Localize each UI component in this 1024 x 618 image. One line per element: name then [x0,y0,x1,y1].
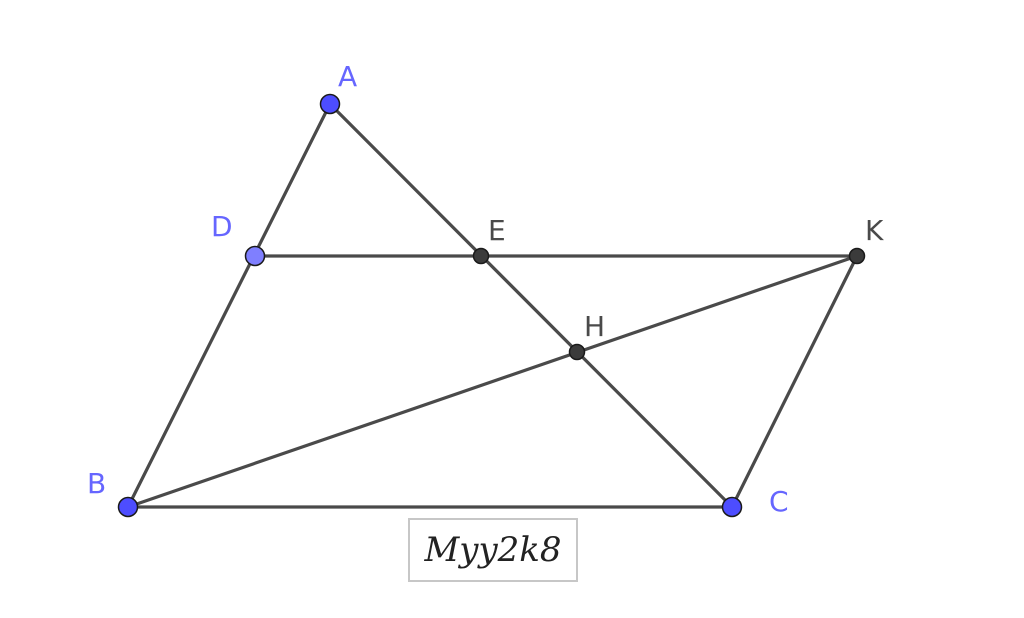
point-h [568,343,586,361]
point-e [472,247,490,265]
point-d [244,245,266,267]
point-label-c: C [769,485,789,518]
point-b [117,496,139,518]
point-label-h: H [584,310,605,343]
point-a [319,93,341,115]
point-label-e: E [488,214,506,247]
point-label-d: D [211,210,233,243]
segment-ac [328,102,734,509]
point-label-a: A [338,60,357,93]
watermark-caption: Myy2k8 [408,518,578,582]
segment-bk [126,254,859,509]
point-label-b: B [87,467,106,500]
point-c [721,496,743,518]
point-k [848,247,866,265]
point-label-k: K [865,214,884,247]
segment-ck [730,254,859,509]
segment-ab [126,102,332,509]
